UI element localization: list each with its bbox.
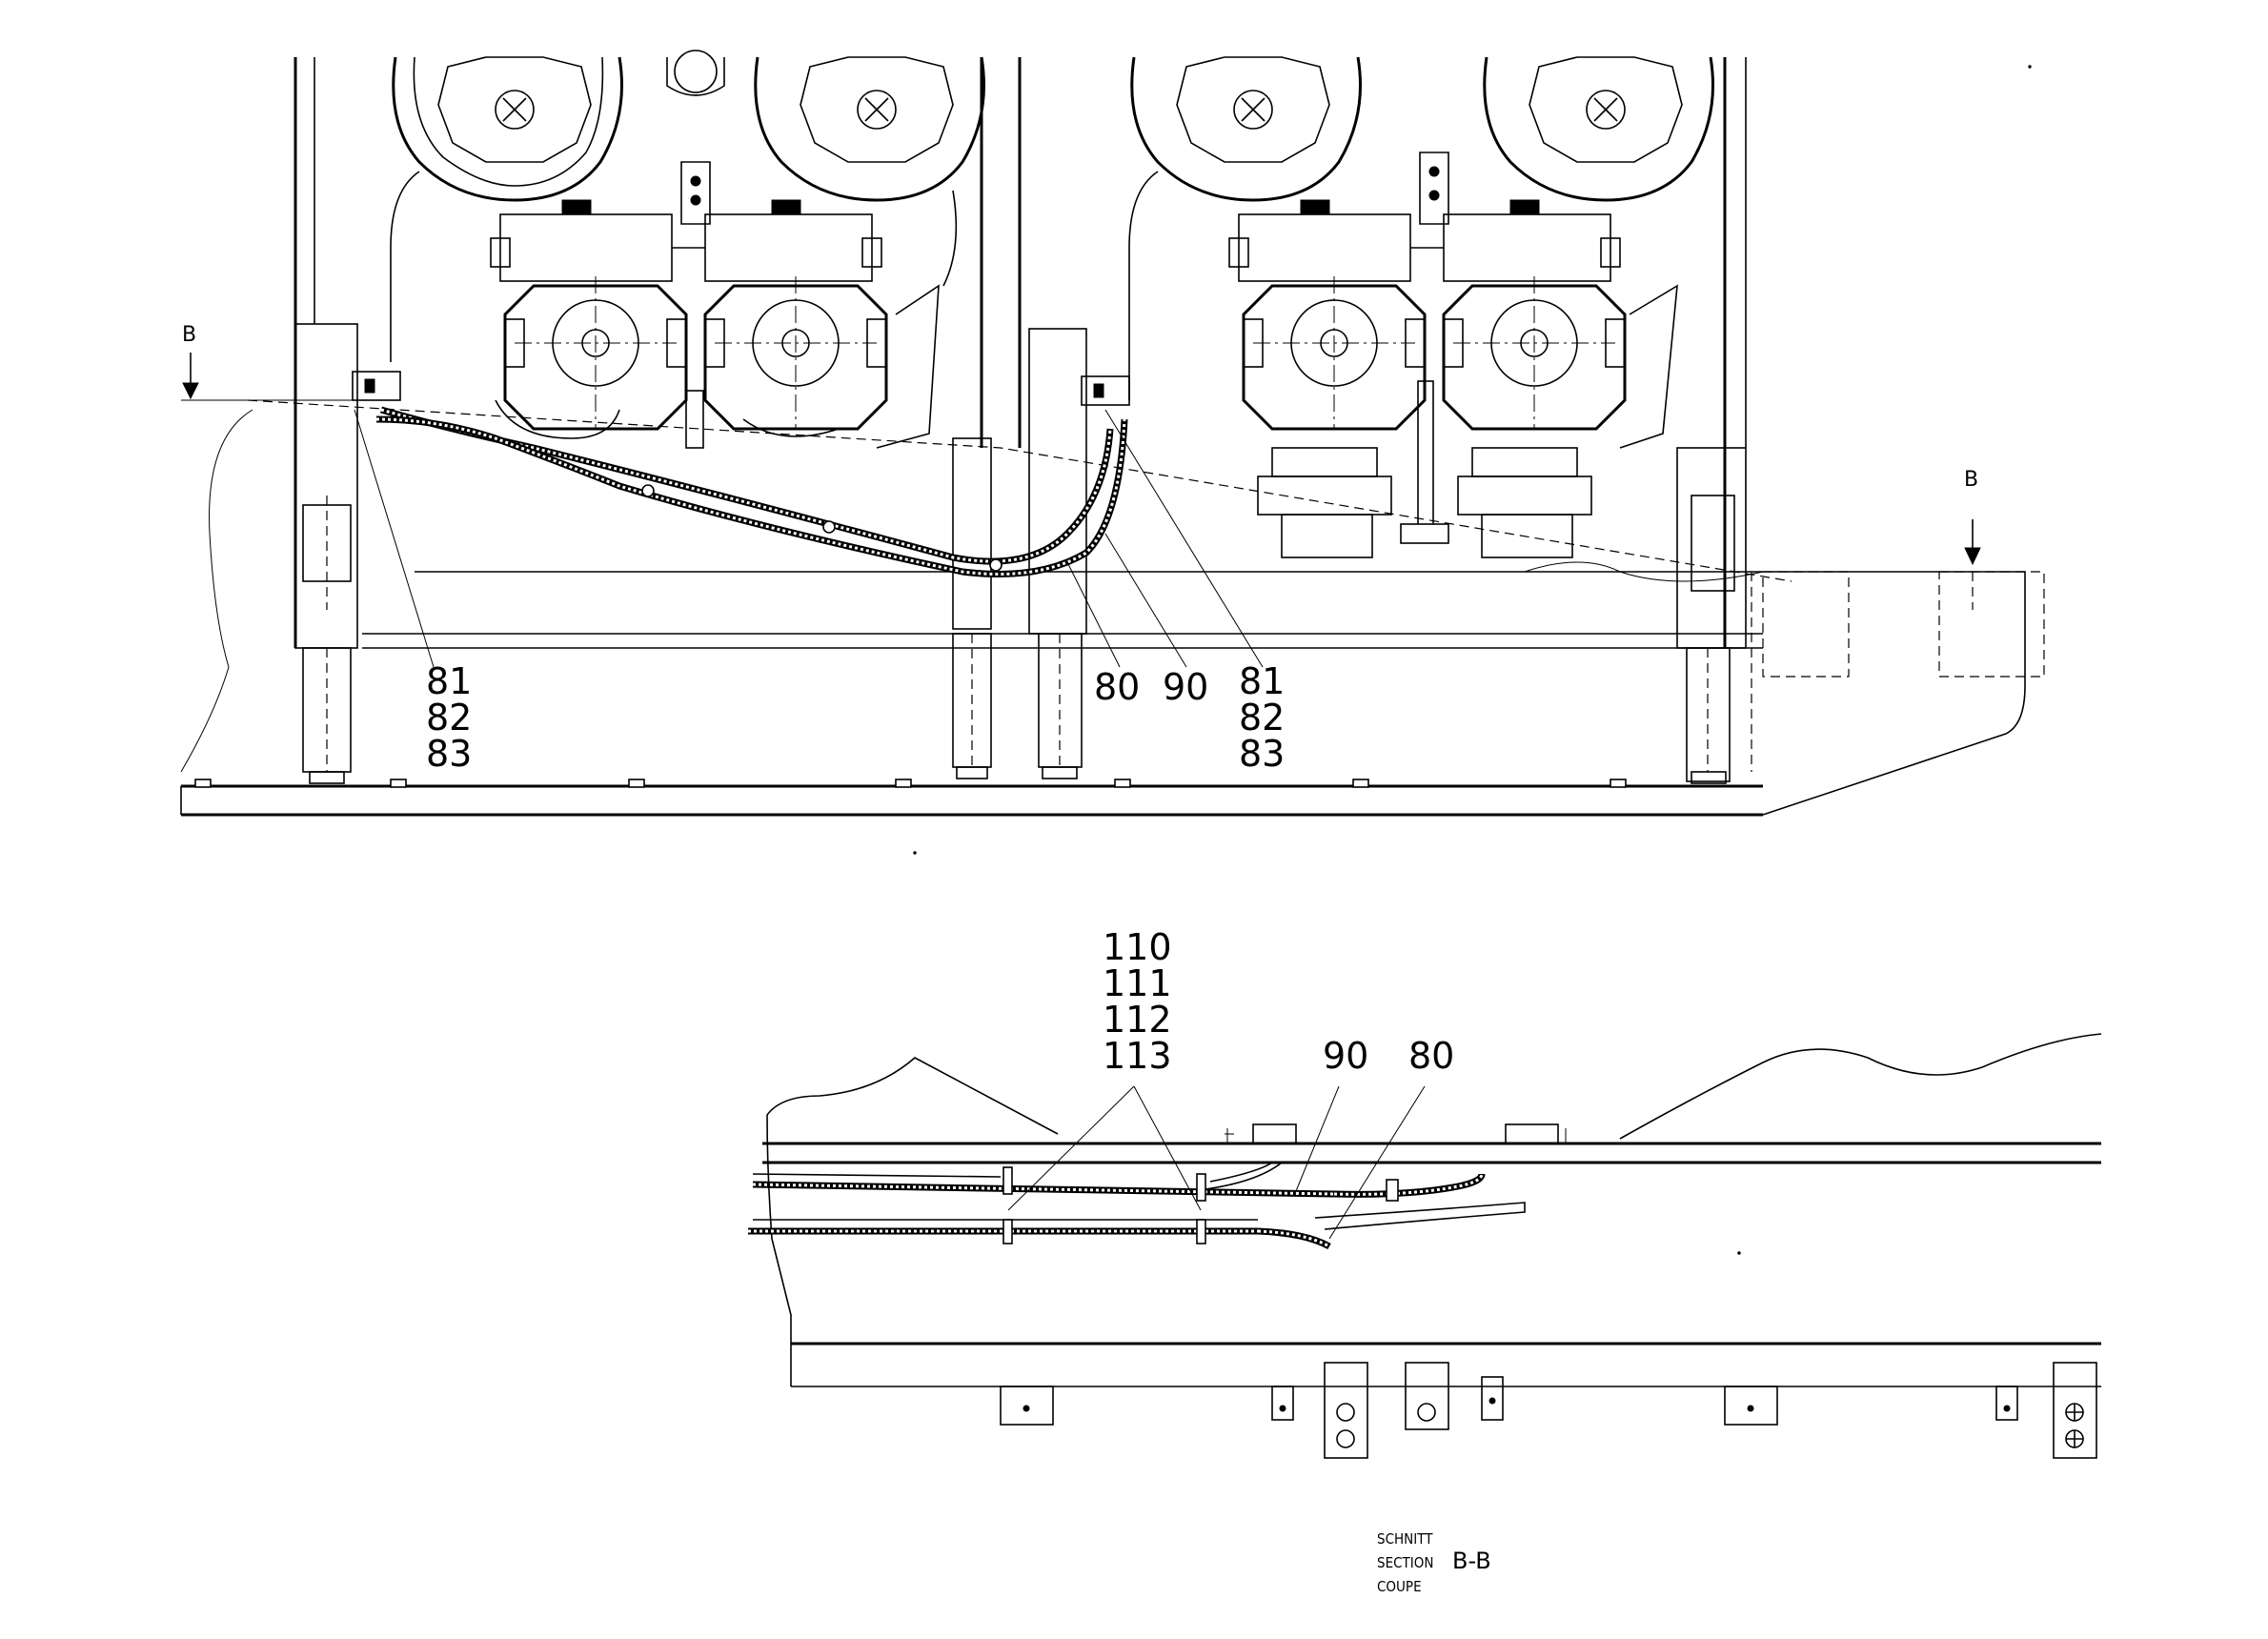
callouts-section: 110 111 112 113 90 80 — [1103, 926, 1454, 1077]
callout-113: 113 — [1103, 1035, 1172, 1077]
section-marker-left: B — [181, 323, 353, 401]
hose-fittings — [352, 371, 1130, 406]
callout-80-top: 80 — [1094, 666, 1140, 708]
section-title-en: SECTION — [1377, 1554, 1433, 1571]
section-id: B-B — [1452, 1548, 1491, 1574]
callout-81-left: 81 — [426, 660, 472, 702]
pump-assembly-right — [1128, 56, 1714, 558]
callout-80-section: 80 — [1408, 1035, 1454, 1077]
callout-90-section: 90 — [1323, 1035, 1368, 1077]
callout-83-left: 83 — [426, 733, 472, 775]
section-title-de: SCHNITT — [1377, 1530, 1433, 1548]
frame-column-right — [1676, 57, 2045, 784]
section-mount-brackets — [1000, 1362, 2097, 1459]
section-view-b-b: 110 111 112 113 90 80 SCHNITT SECTION CO… — [748, 926, 2102, 1595]
callout-90-top: 90 — [1163, 666, 1208, 708]
callout-81-right: 81 — [1239, 660, 1285, 702]
callout-110: 110 — [1103, 926, 1172, 968]
callout-82-left: 82 — [426, 697, 472, 739]
hose-runs-section — [748, 1162, 1526, 1250]
hose-runs-top — [375, 406, 1128, 577]
frame-column-middle — [952, 57, 1087, 779]
callout-83-right: 83 — [1239, 733, 1285, 775]
section-title-fr: COUPE — [1377, 1578, 1422, 1595]
leader-lines-top — [354, 409, 1264, 668]
callouts-top: 81 82 83 80 90 81 82 83 — [426, 660, 1285, 775]
section-title-block: SCHNITT SECTION COUPE B-B — [1377, 1530, 1491, 1595]
pump-assembly-left — [390, 50, 985, 449]
top-elevation-view: B B 81 82 83 80 90 81 82 83 — [180, 50, 2045, 817]
leader-lines-section — [1007, 1085, 1426, 1240]
callout-82-right: 82 — [1239, 697, 1285, 739]
frame-column-left — [294, 57, 358, 784]
section-letter-right: B — [1964, 468, 1978, 492]
base-frame — [180, 399, 2026, 817]
callout-111: 111 — [1103, 962, 1172, 1004]
callout-112: 112 — [1103, 999, 1172, 1041]
section-marker-right: B — [1964, 468, 1981, 566]
section-letter-left: B — [182, 323, 196, 347]
